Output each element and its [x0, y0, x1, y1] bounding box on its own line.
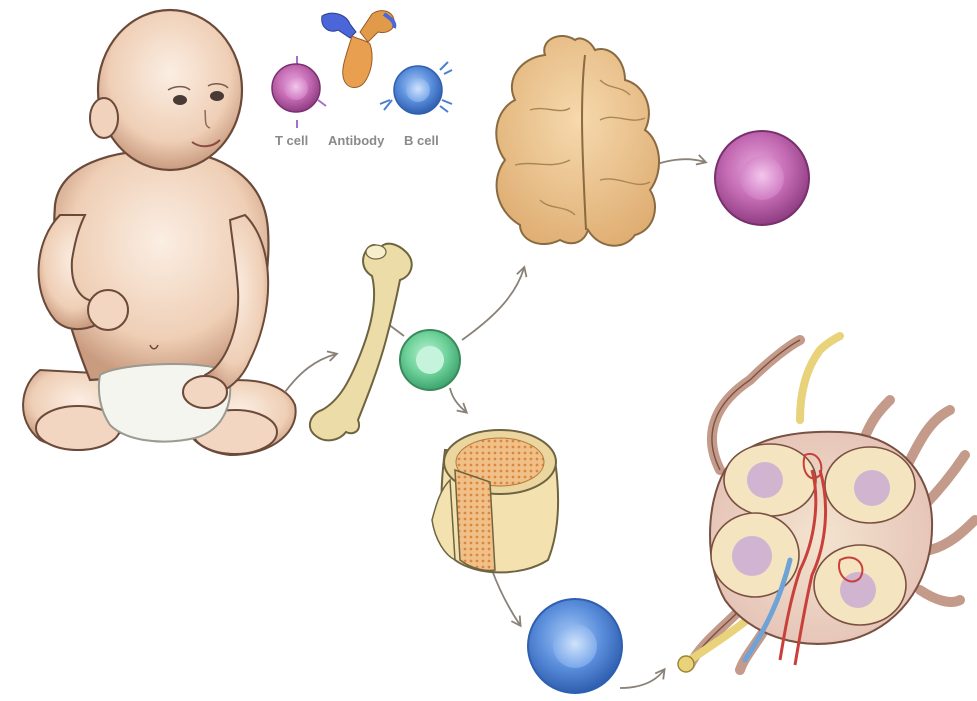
antibody-icon — [322, 11, 395, 88]
stem-cell-icon — [400, 330, 460, 390]
arrow-stem-to-marrow — [450, 388, 466, 412]
legend-antibody-label: Antibody — [328, 133, 384, 148]
lymph-node-icon — [678, 336, 975, 672]
legend-t-cell-label: T cell — [275, 133, 308, 148]
arrow-bcell-to-node — [620, 670, 664, 688]
legend-b-cell-label: B cell — [404, 133, 439, 148]
thymus-icon — [496, 36, 659, 246]
t-cell-icon — [715, 131, 809, 225]
baby-illustration — [23, 10, 296, 455]
arrow-baby-to-bone — [285, 354, 336, 392]
arrow-stem-to-thymus — [462, 268, 524, 340]
legend-b-cell-icon — [380, 62, 452, 114]
bone-marrow-section-icon — [432, 430, 558, 572]
arrow-marrow-to-bcell — [492, 570, 520, 625]
b-cell-icon — [528, 599, 622, 693]
bone-icon — [310, 244, 412, 441]
legend-t-cell-icon — [272, 56, 326, 128]
